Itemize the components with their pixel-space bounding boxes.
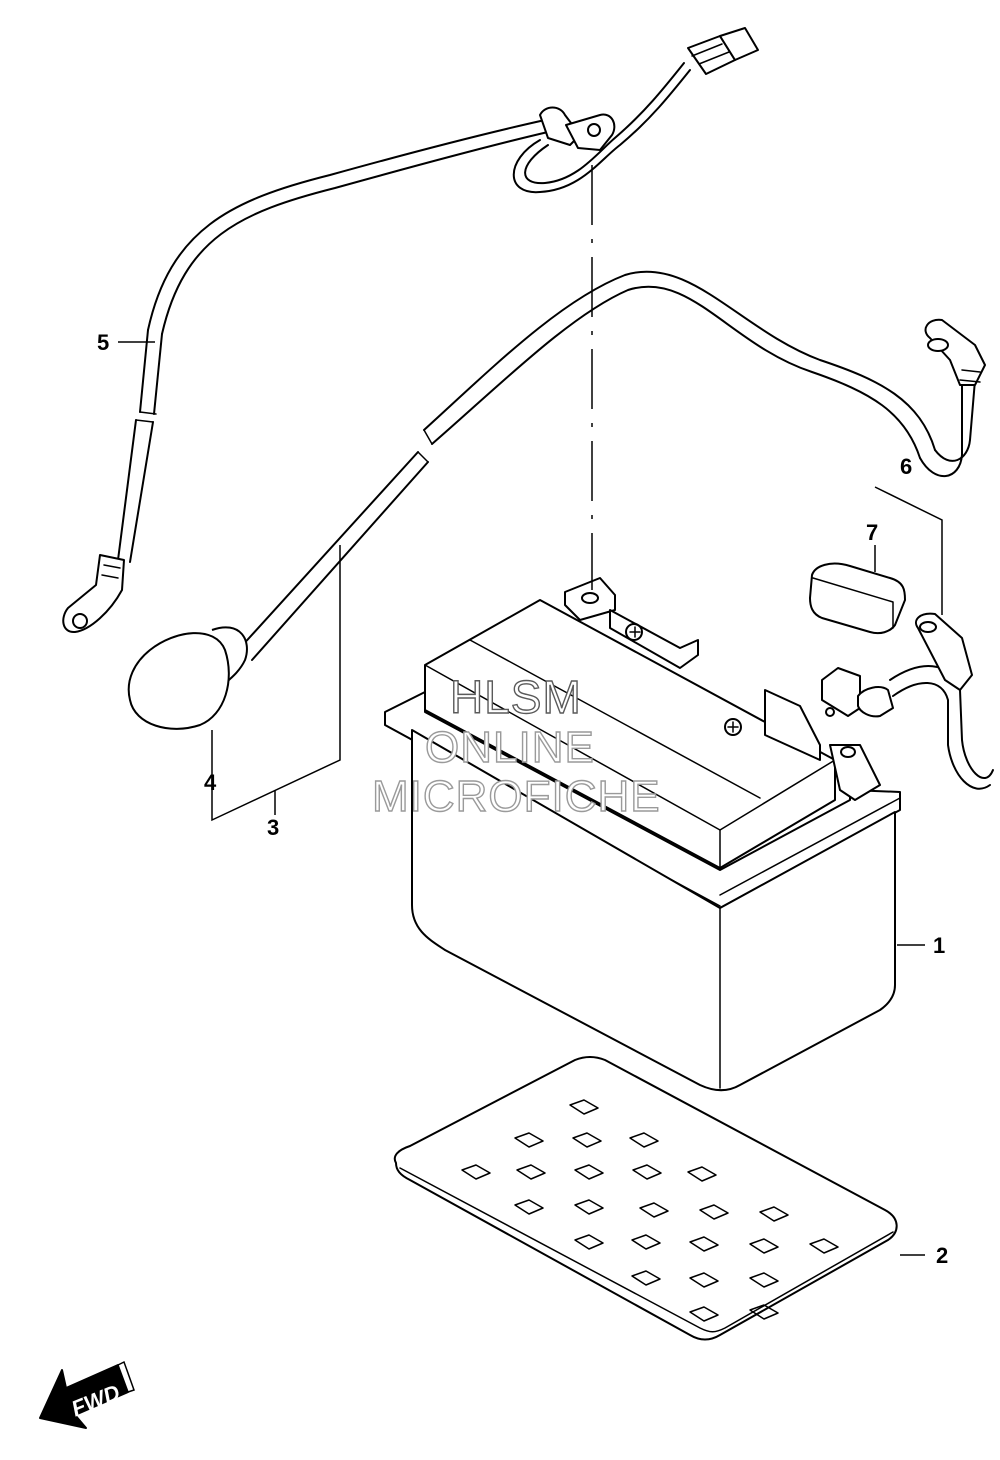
watermark-line-3: MICROFICHE bbox=[372, 772, 661, 821]
callout-2: 2 bbox=[936, 1243, 948, 1268]
part-5-cable bbox=[62, 27, 759, 634]
callout-6: 6 bbox=[900, 454, 912, 479]
part-4-cap bbox=[127, 626, 248, 730]
callout-4: 4 bbox=[204, 770, 217, 795]
callout-1: 1 bbox=[933, 933, 945, 958]
part-7-terminal-cover bbox=[809, 562, 906, 635]
callout-7: 7 bbox=[866, 520, 878, 545]
part-3-cable bbox=[239, 270, 986, 661]
part-6-cable bbox=[821, 612, 994, 790]
callout-5: 5 bbox=[97, 330, 109, 355]
part-2-battery-tray bbox=[393, 1056, 898, 1341]
leader-lines bbox=[118, 165, 943, 1256]
fwd-arrow-badge: FWD bbox=[39, 1360, 135, 1429]
watermark-line-1: HLSM bbox=[450, 671, 582, 723]
watermark: HLSM ONLINE MICROFICHE bbox=[371, 670, 661, 821]
part-1-battery bbox=[384, 577, 901, 1092]
tray-slots bbox=[461, 1099, 839, 1322]
callout-labels: 1 2 3 4 5 6 7 bbox=[97, 330, 948, 1268]
watermark-line-2: ONLINE bbox=[425, 723, 595, 772]
callout-3: 3 bbox=[267, 815, 279, 840]
